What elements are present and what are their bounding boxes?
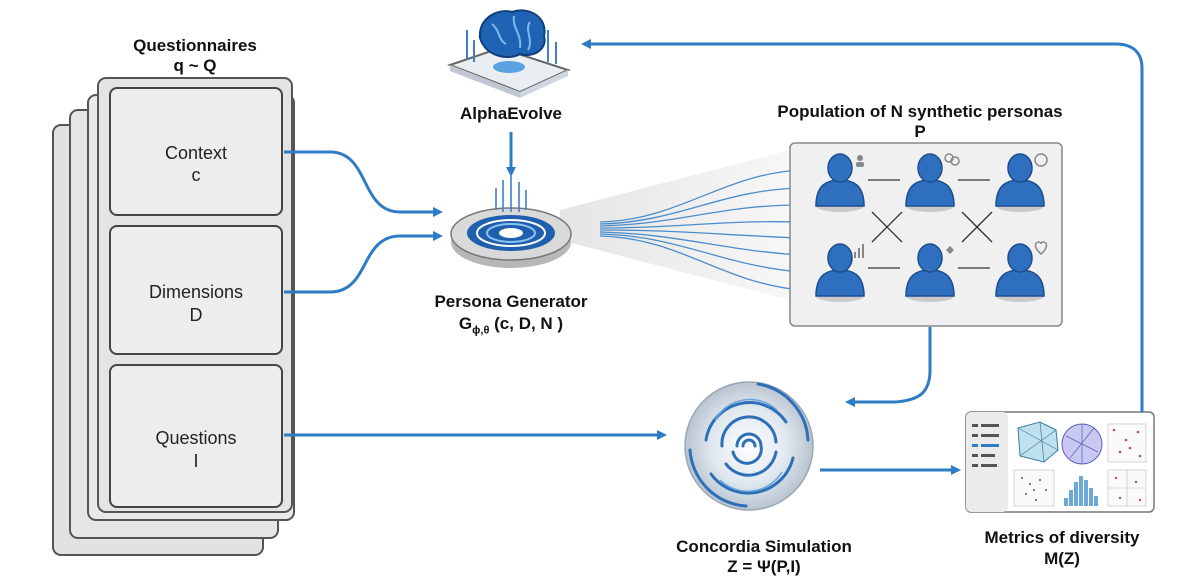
dimensions-card [109,225,283,355]
population-to-simulation-arrow [845,327,932,407]
questionnaire-stack [52,77,295,556]
dimensions-to-generator-arrow [284,231,443,294]
persona-badges [854,153,1048,258]
concordia-swirl-icon [684,381,814,511]
persona-icon [995,153,1045,212]
dimensions-card-label: Dimensions [148,282,244,302]
persona-links [868,179,993,269]
questions-card [109,364,283,508]
alphaevolve-label: AlphaEvolve [459,104,563,123]
questions-card-symbol: I [193,451,199,471]
population-symbol: P [914,122,926,141]
generator-title: Persona Generator [434,292,588,311]
dimensions-card-symbol: D [189,305,203,325]
simulation-formula: Z = Ψ(P,I) [727,557,801,576]
generator-formula: Gϕ,θ (c, D, N ) [458,314,564,337]
persona-icon [815,153,865,212]
generator-fan [560,150,801,300]
questions-card-label: Questions [155,428,237,448]
population-title: Population of N synthetic personas [777,102,1063,121]
context-card [109,87,283,216]
questionnaires-title: Questionnaires [133,36,257,55]
metrics-dashboard-icon [965,411,1155,513]
metrics-formula: M(Z) [1044,549,1080,568]
generator-ring-icon [450,176,572,268]
context-card-label: Context [164,143,228,163]
questionnaires-subtitle: q ~ Q [173,56,217,75]
simulation-title: Concordia Simulation [676,537,852,556]
persona-icon [995,243,1045,302]
metrics-to-alphaevolve-arrow [581,39,1144,412]
context-to-generator-arrow [284,150,443,217]
persona-icon [905,243,955,302]
brain-chip-icon [447,9,571,98]
persona-grid [815,153,1045,302]
persona-icon [815,243,865,302]
metrics-title: Metrics of diversity [984,528,1140,547]
context-card-symbol: c [191,165,201,185]
persona-icon [905,153,955,212]
